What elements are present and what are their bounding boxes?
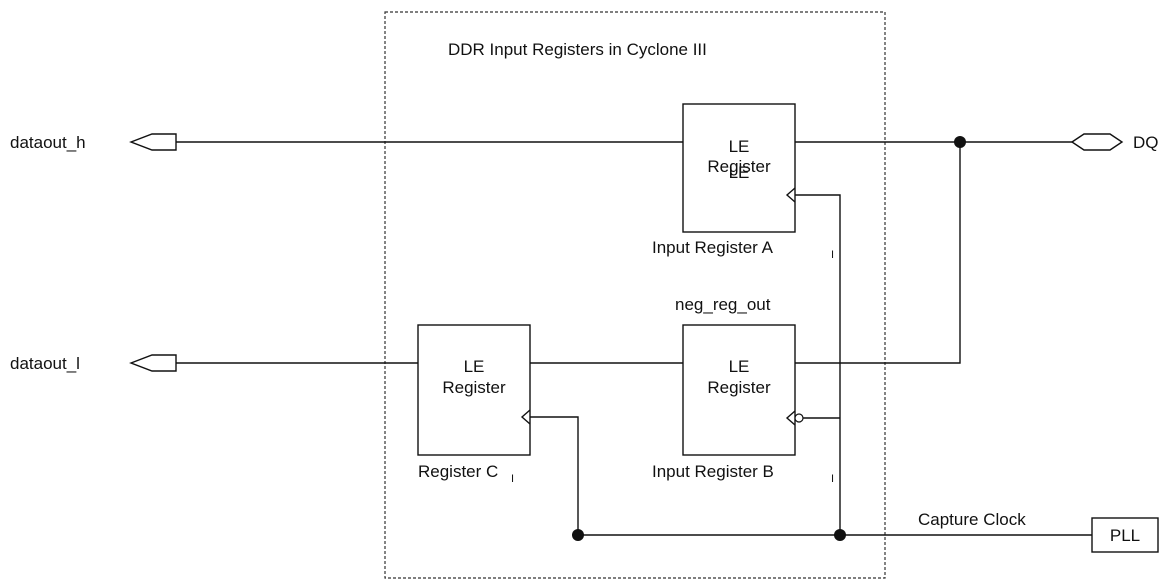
clock-junction-dot-ab: [834, 529, 846, 541]
neg-reg-out-label: neg_reg_out: [675, 295, 771, 314]
register-c-label-register: Register: [442, 378, 506, 397]
wire-reg-b-out: [795, 142, 961, 364]
register-a-label-le: LE: [729, 137, 750, 156]
clock-junction-dot-c: [572, 529, 584, 541]
cyclone-iii-boundary: [384, 11, 886, 579]
register-b-invert-bubble: [794, 413, 804, 423]
register-b-box: [682, 324, 796, 456]
register-c-label-le: LE: [464, 357, 485, 376]
register-b-clock-triangle: [785, 410, 796, 426]
register-b-caption-sub: I: [831, 473, 834, 485]
pll-box: [1091, 517, 1159, 553]
dataout-l-label: dataout_l: [10, 354, 80, 373]
dataout-h-port: [129, 133, 177, 151]
dq-port: [1070, 133, 1124, 151]
register-a-caption-sub: I: [831, 249, 834, 261]
wire-clock-c: [530, 416, 579, 535]
register-b-label-register: Register: [707, 378, 771, 397]
register-c-box: [417, 324, 531, 456]
dq-label: DQ: [1133, 133, 1159, 152]
register-a-line1: LE: [729, 163, 750, 182]
wire-clock-a: [795, 194, 841, 535]
dataout-h-label: dataout_h: [10, 133, 86, 152]
register-c-caption: Register C: [418, 462, 498, 481]
register-c-clock-triangle: [520, 409, 531, 425]
register-a-label-register: Register: [707, 157, 771, 176]
capture-clock-label: Capture Clock: [918, 510, 1026, 529]
diagram-title: DDR Input Registers in Cyclone III: [448, 40, 707, 59]
dataout-l-port: [129, 354, 177, 372]
pll-label: PLL: [1110, 526, 1140, 545]
register-c-caption-sub: I: [511, 473, 514, 485]
register-a-box: [682, 103, 796, 233]
register-a-caption: Input Register A: [652, 238, 774, 257]
register-b-caption: Input Register B: [652, 462, 774, 481]
register-b-label-le: LE: [729, 357, 750, 376]
register-a-clock-triangle: [785, 187, 796, 203]
